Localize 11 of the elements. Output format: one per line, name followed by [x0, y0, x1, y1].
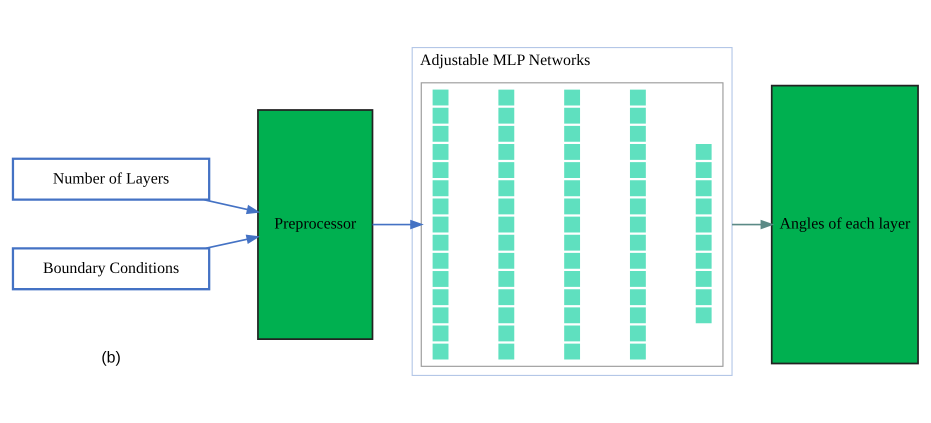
node-box: Angles of each layer — [770, 84, 919, 364]
node-box: Boundary Conditions — [12, 247, 210, 290]
node-box: Number of Layers — [12, 158, 210, 201]
label: (b) — [101, 350, 121, 367]
arrow — [205, 234, 260, 250]
node-box: Preprocessor — [257, 109, 374, 340]
node-picture — [420, 82, 724, 367]
arrow — [202, 198, 260, 214]
cluster: Adjustable MLP Networks — [412, 47, 733, 376]
arrow — [372, 220, 424, 230]
arrow — [732, 220, 774, 230]
